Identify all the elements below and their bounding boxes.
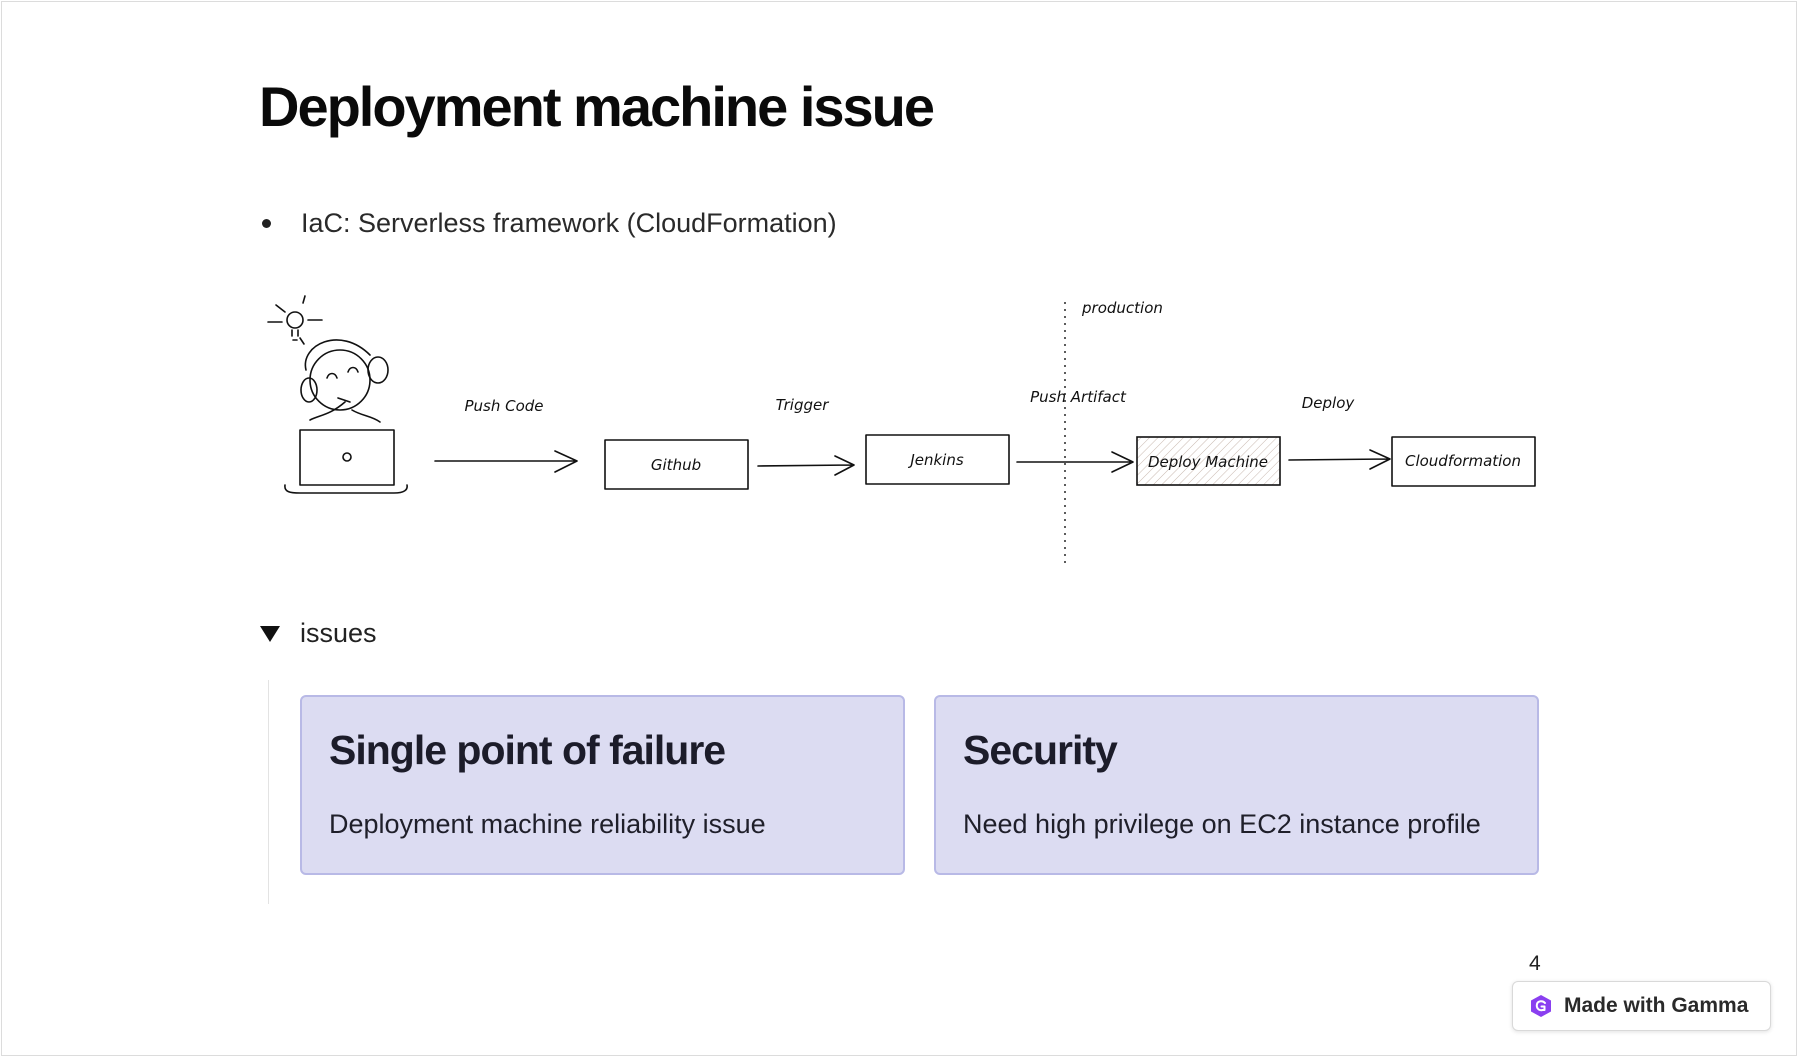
card-text: Need high privilege on EC2 instance prof… <box>963 809 1481 839</box>
page-title: Deployment machine issue <box>259 75 935 138</box>
arrow-trigger <box>757 455 855 476</box>
person-icon <box>300 339 389 423</box>
badge-label: Made with Gamma <box>1564 994 1749 1017</box>
node-label-deploy-machine: Deploy Machine <box>1148 453 1268 471</box>
bullet-dot-icon <box>262 219 271 228</box>
page-number: 4 <box>1529 952 1541 975</box>
card-title: Single point of failure <box>329 727 726 773</box>
bullet-text: IaC: Serverless framework (CloudFormatio… <box>301 208 837 238</box>
triangle-down-icon[interactable] <box>260 625 280 642</box>
made-with-gamma-badge[interactable]: Made with Gamma <box>1512 981 1771 1031</box>
laptop-icon <box>284 429 408 494</box>
card-title: Security <box>963 727 1118 773</box>
arrow-push-artifact <box>1016 451 1134 473</box>
card-text: Deployment machine reliability issue <box>329 809 766 839</box>
edge-label-push-artifact: Push Artifact <box>1030 388 1127 406</box>
node-box-cloudformation <box>1391 436 1536 487</box>
bullet-item: IaC: Serverless framework (CloudFormatio… <box>262 208 837 239</box>
lightbulb-icon <box>267 295 323 345</box>
edge-label-deploy: Deploy <box>1302 394 1356 412</box>
toggle-content-rule <box>268 680 269 904</box>
node-box-jenkins <box>865 434 1010 485</box>
node-box-deploy-machine <box>1136 436 1281 486</box>
node-box-github <box>604 439 749 490</box>
production-label: production <box>1081 299 1163 317</box>
node-label-cloudformation: Cloudformation <box>1405 452 1521 470</box>
edge-label-trigger: Trigger <box>776 396 830 414</box>
node-label-github: Github <box>651 456 701 474</box>
arrow-deploy <box>1288 449 1391 470</box>
gamma-logo-icon <box>1531 995 1551 1017</box>
toggle-label: issues <box>300 618 377 648</box>
developer-illustration <box>267 295 408 494</box>
edge-label-push-code: Push Code <box>464 397 543 415</box>
node-label-jenkins: Jenkins <box>907 451 964 469</box>
card-security: Security Need high privilege on EC2 inst… <box>934 695 1539 875</box>
issues-toggle[interactable]: issues <box>260 618 377 649</box>
arrow-push-code <box>434 450 578 473</box>
card-single-point-of-failure: Single point of failure Deployment machi… <box>300 695 905 875</box>
